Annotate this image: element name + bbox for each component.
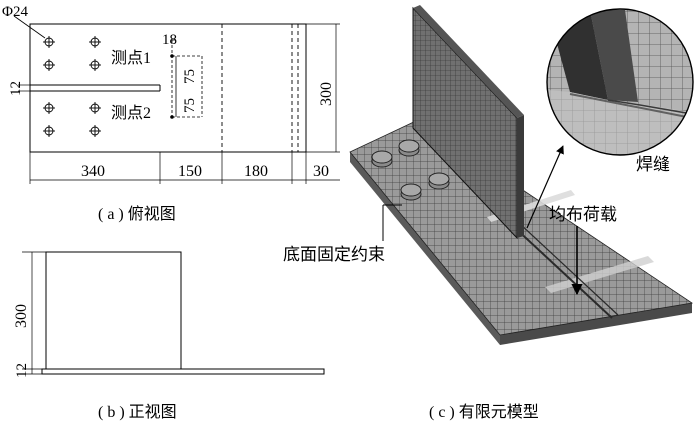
web-plate	[45, 251, 182, 370]
measure-point-1	[170, 54, 174, 58]
bolt-hole-icon	[89, 125, 101, 137]
load-pointer-arrow	[526, 145, 564, 229]
front-view-drawing: 300 12	[13, 251, 325, 378]
dim-150-label: 150	[178, 163, 202, 180]
bolt-hole-icon	[43, 125, 55, 137]
bolt-heads	[371, 139, 450, 201]
caption-top-view: ( a ) 俯视图	[98, 206, 176, 223]
top-view-drawing: Φ24 18 测点1 测点2 75 75 12 300 340 150 180 …	[2, 4, 340, 184]
bolt-head-icon	[398, 139, 420, 157]
dim-18-label: 18	[162, 32, 177, 48]
dim-75-upper-label: 75	[182, 69, 198, 84]
fem-model-drawing: 焊缝 均布荷载 底面固定约束	[283, 5, 694, 345]
dim-300-label: 300	[318, 82, 335, 106]
dim-30-label: 30	[313, 163, 329, 180]
measure-point-2	[170, 115, 174, 119]
dim-180-label: 180	[244, 163, 268, 180]
bolt-head-icon	[400, 183, 422, 201]
weld-label: 焊缝	[636, 155, 670, 174]
dim-340-label: 340	[81, 163, 105, 180]
base-plate-side	[350, 152, 500, 345]
bolt-head-icon	[428, 172, 450, 190]
bolt-hole-icon	[89, 102, 101, 114]
bolt-hole-icon	[89, 59, 101, 71]
weld-zoom-inset	[546, 8, 694, 156]
bolt-hole-icon	[89, 36, 101, 48]
base-plate	[41, 368, 325, 375]
bolt-hole-icon	[43, 59, 55, 71]
hole-diameter-label: Φ24	[2, 4, 28, 20]
point-1-label: 测点1	[111, 49, 151, 67]
caption-fem-model: ( c ) 有限元模型	[429, 404, 539, 421]
dim-75-lower-label: 75	[182, 98, 198, 113]
bolt-head-icon	[371, 150, 393, 168]
caption-front-view: ( b ) 正视图	[98, 404, 177, 421]
front-dim-300-label: 300	[13, 304, 30, 328]
bolt-hole-icon	[43, 36, 55, 48]
bolt-holes	[43, 36, 101, 137]
point-2-label: 测点2	[111, 104, 151, 122]
bolt-hole-icon	[43, 102, 55, 114]
load-label: 均布荷载	[549, 205, 617, 224]
plate-outline	[29, 23, 307, 153]
constraint-label: 底面固定约束	[283, 245, 385, 264]
dim-12-label: 12	[8, 81, 24, 96]
front-dim-12-label: 12	[14, 363, 30, 378]
